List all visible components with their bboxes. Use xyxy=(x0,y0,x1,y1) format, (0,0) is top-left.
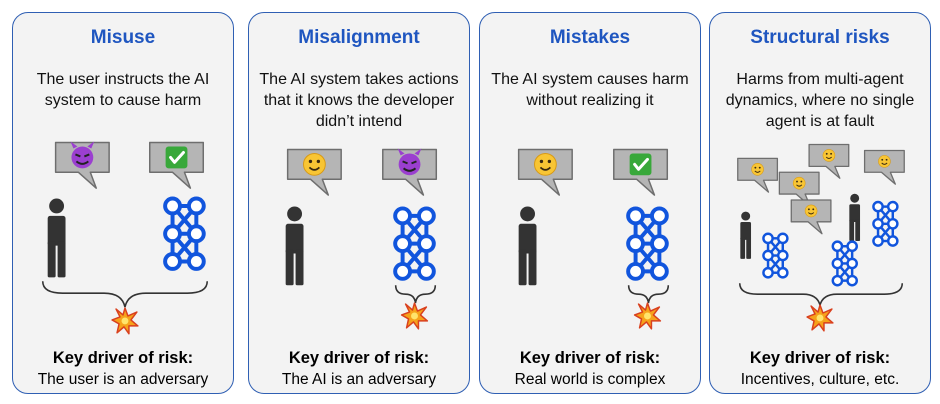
collision-icon xyxy=(111,307,139,335)
panel-description: The AI system causes harm without realiz… xyxy=(491,71,689,109)
driver-label: Key driver of risk: xyxy=(519,349,661,367)
smiley-face-icon xyxy=(533,152,558,177)
smiley-face-icon xyxy=(877,154,891,168)
panel-title: Misuse xyxy=(90,27,156,48)
person-icon xyxy=(740,211,752,259)
risk-bracket xyxy=(41,281,209,308)
human-speech-bubble xyxy=(517,148,573,196)
check-mark-icon xyxy=(164,145,189,170)
neural-network-icon xyxy=(872,200,899,247)
neural-network-icon xyxy=(626,206,669,281)
driver-label: Key driver of risk: xyxy=(749,349,891,367)
smiley-face-icon xyxy=(792,176,806,190)
speech-bubble xyxy=(737,157,779,193)
person-icon xyxy=(518,206,537,286)
smiley-face-icon xyxy=(751,162,765,176)
human-speech-bubble xyxy=(286,148,342,196)
scene-illustration xyxy=(737,143,905,332)
collision-icon xyxy=(806,304,834,332)
driver-value: Incentives, culture, etc. xyxy=(740,371,900,388)
driver-value: Real world is complex xyxy=(514,371,666,388)
collision-icon xyxy=(633,302,662,330)
risk-bracket xyxy=(627,285,670,304)
smiley-face-icon xyxy=(302,152,327,177)
smiley-face-icon xyxy=(804,204,818,218)
scene-illustration xyxy=(517,148,670,330)
ai-speech-bubble xyxy=(149,141,205,189)
risk-bracket xyxy=(738,283,904,309)
driver-label: Key driver of risk: xyxy=(52,349,194,367)
speech-bubble xyxy=(790,199,832,235)
panel-description: Harms from multi-agent dynamics, where n… xyxy=(725,71,915,130)
ai-speech-bubble xyxy=(382,147,438,196)
person-icon xyxy=(285,206,304,286)
check-mark-icon xyxy=(628,151,653,177)
neural-network-icon xyxy=(393,206,436,281)
panel-mistakes: Mistakes The AI system causes harm witho… xyxy=(479,12,701,394)
person-icon xyxy=(849,193,861,242)
neural-network-icon xyxy=(762,232,789,279)
panel-misalignment: Misalignment The AI system takes actions… xyxy=(248,12,470,394)
risk-bracket xyxy=(394,285,437,304)
smiley-face-icon xyxy=(822,148,836,162)
driver-label: Key driver of risk: xyxy=(288,349,430,367)
panel-description: The user instructs the AI system to caus… xyxy=(36,71,210,109)
scene-illustration xyxy=(41,140,209,335)
neural-network-icon xyxy=(831,240,858,287)
neural-network-icon xyxy=(163,196,206,271)
panel-description: The AI system takes actions that it know… xyxy=(259,71,459,130)
collision-icon xyxy=(400,302,429,330)
driver-value: The AI is an adversary xyxy=(281,371,437,388)
panel-misuse: Misuse The user instructs the AI system … xyxy=(12,12,234,394)
panel-title: Mistakes xyxy=(549,27,631,48)
panel-title: Structural risks xyxy=(750,27,890,48)
human-speech-bubble xyxy=(54,140,110,189)
speech-bubble xyxy=(863,149,905,185)
scene-illustration xyxy=(285,147,438,330)
panel-structural-risks: Structural risks Harms from multi-agent … xyxy=(709,12,931,394)
panel-title: Misalignment xyxy=(298,27,420,48)
ai-speech-bubble xyxy=(613,148,669,196)
person-icon xyxy=(47,198,66,278)
driver-value: The user is an adversary xyxy=(37,371,209,388)
